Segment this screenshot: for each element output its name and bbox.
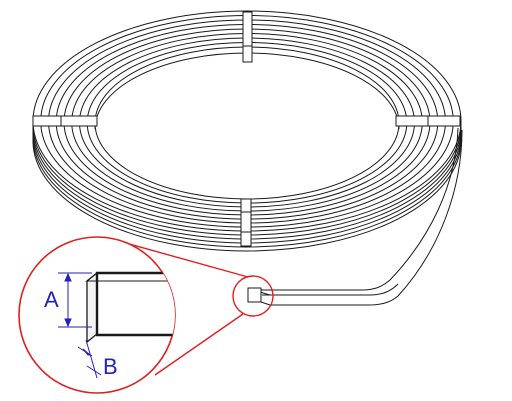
magnified-view: A B (18, 236, 176, 394)
coil-turn (79, 37, 415, 208)
coil-turn (94, 46, 400, 200)
callout-line-bottom (154, 313, 244, 376)
coil-clamps (32, 11, 461, 247)
clamp-right (395, 115, 461, 127)
clamp-left (32, 115, 98, 127)
coil-turn (86, 41, 408, 204)
wire-magnified-front (95, 271, 175, 337)
clamp-top (242, 11, 253, 63)
wire-lead (252, 127, 463, 306)
coil-wall-line (32, 136, 462, 248)
dimension-b: B (77, 339, 118, 379)
wire-end (247, 287, 271, 306)
coil-inner-wall (94, 52, 400, 130)
dimension-label-a: A (44, 287, 59, 312)
dimension-label-b: B (103, 354, 118, 379)
clamp-bottom (240, 198, 252, 247)
dimension-a: A (44, 272, 92, 328)
coil-wall-line (32, 140, 462, 252)
wire-magnified-left (86, 271, 98, 344)
callout-small-circle (232, 275, 274, 317)
